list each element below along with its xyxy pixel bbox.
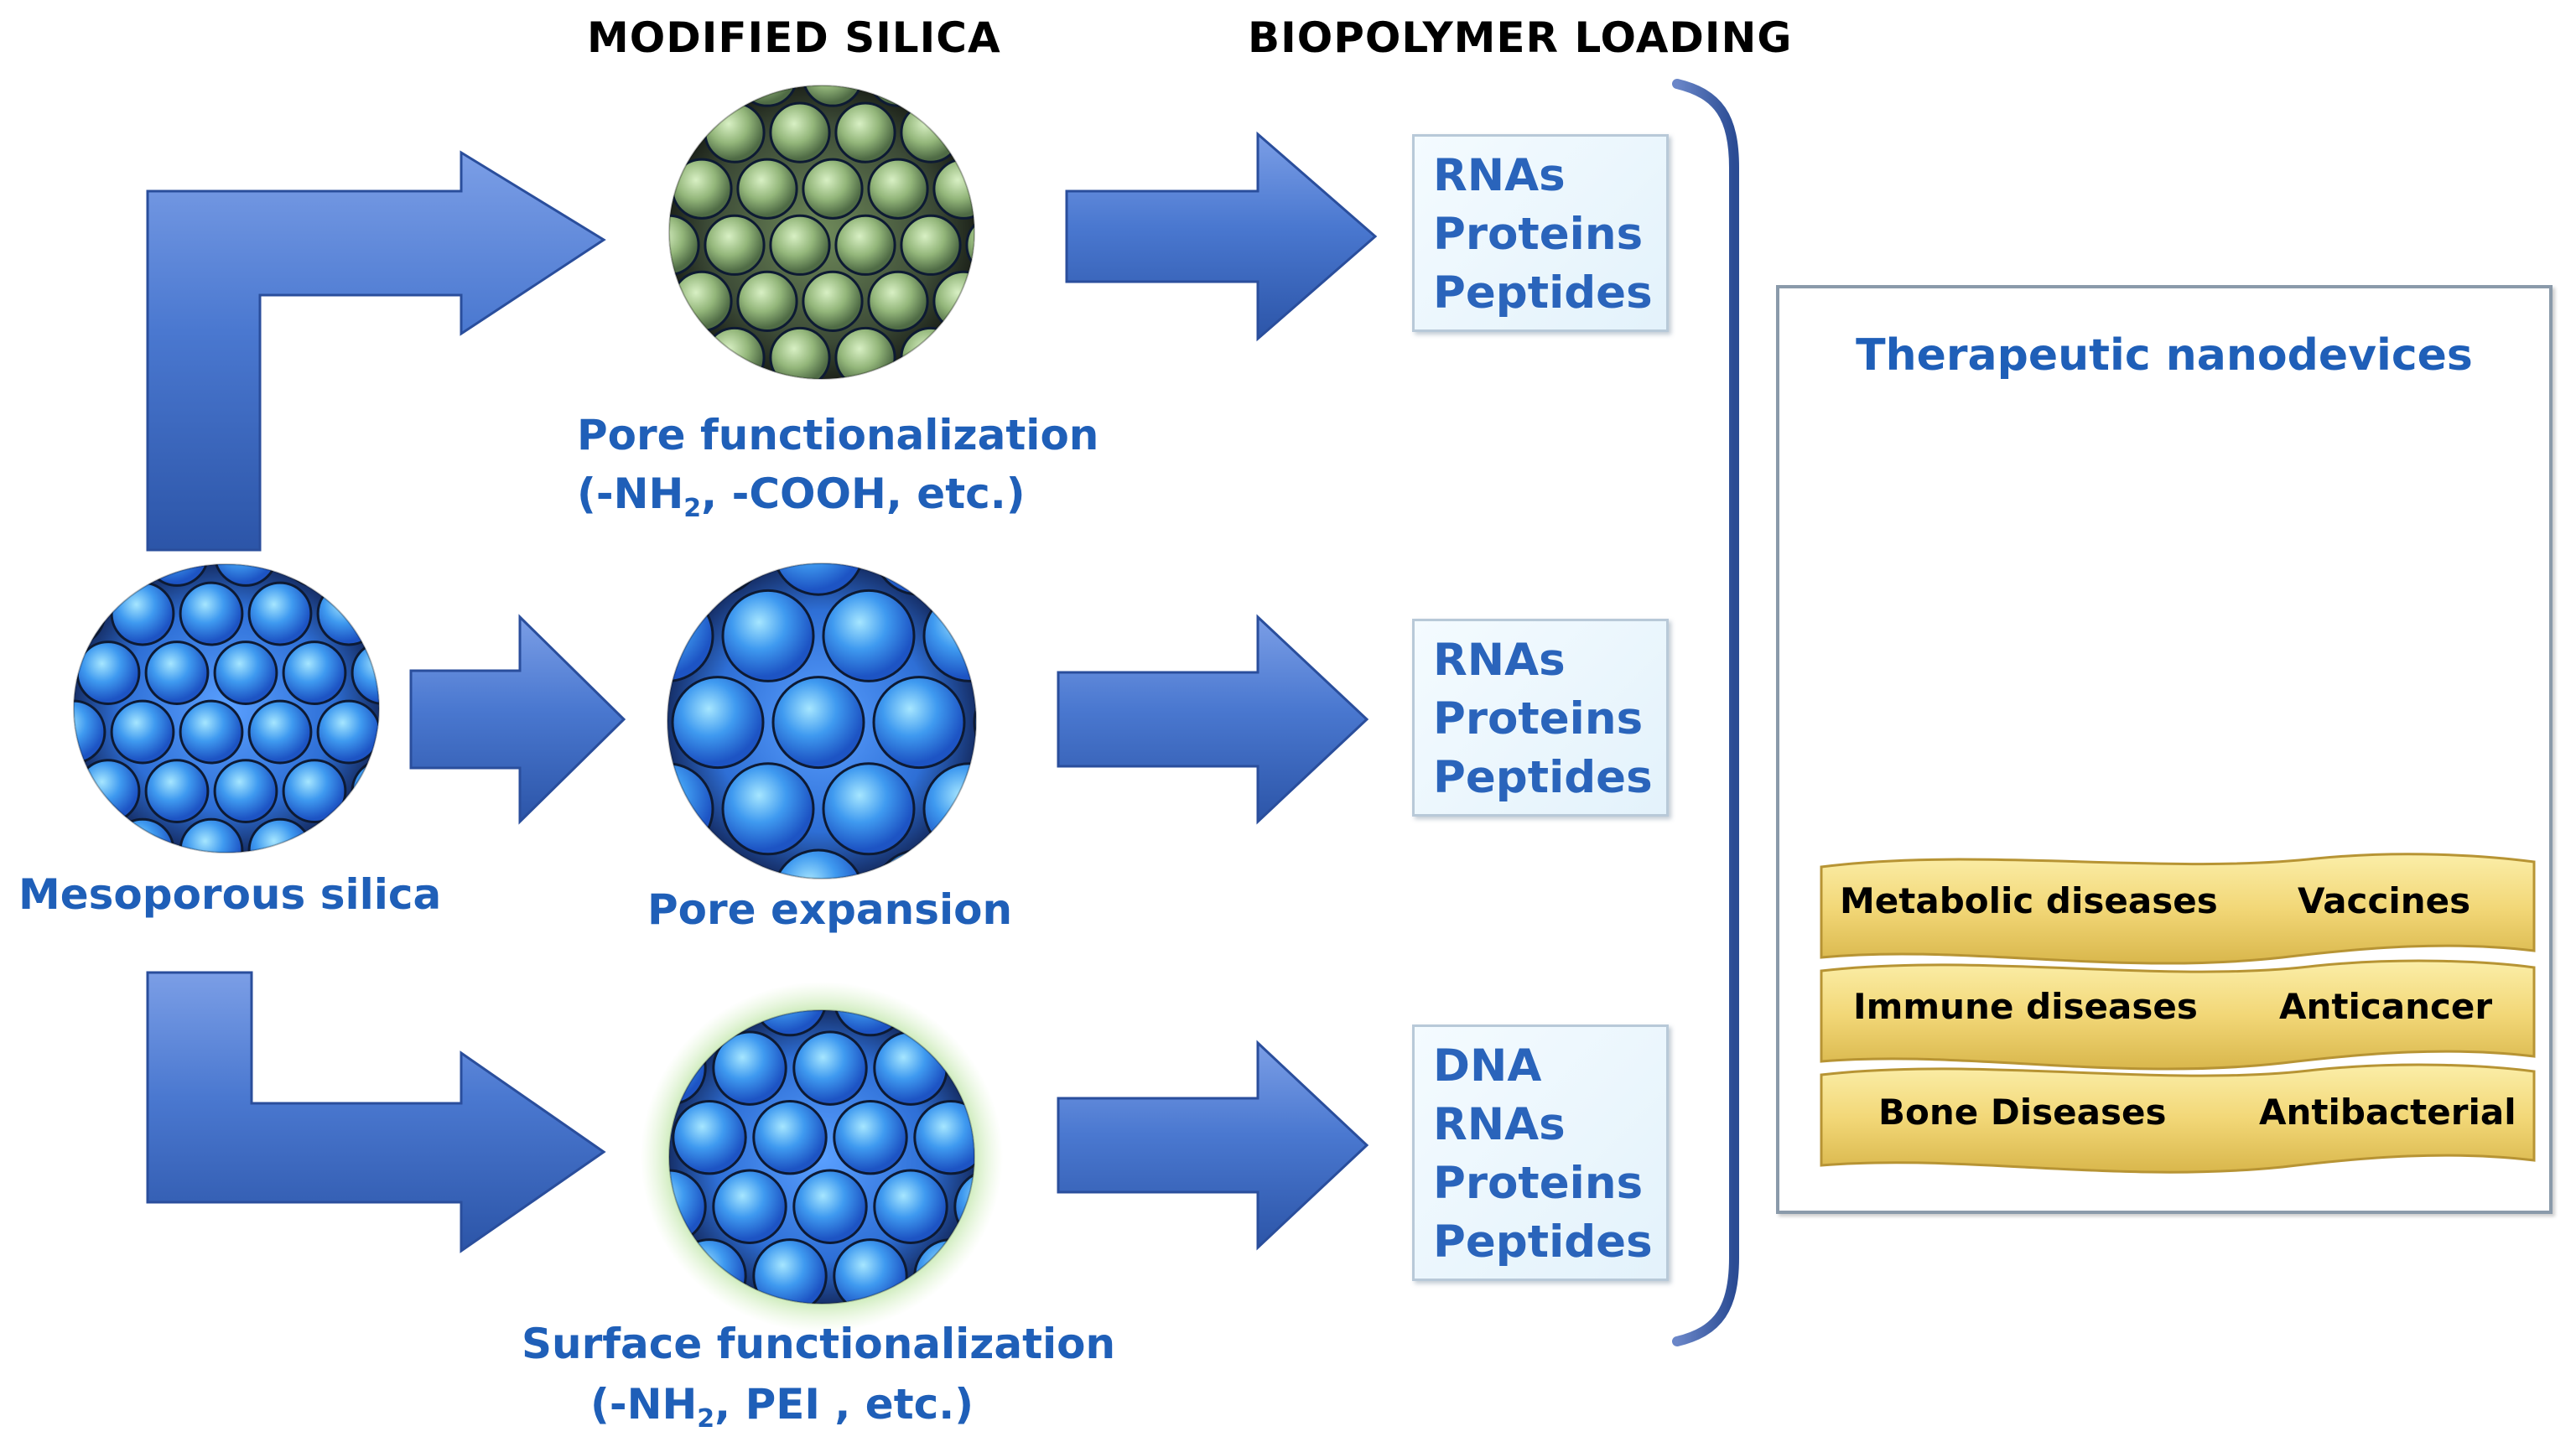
antibacterial-label: Antibacterial — [2259, 1092, 2516, 1133]
loading-item: Proteins — [1433, 209, 1644, 260]
pore-functionalized-particle — [668, 85, 975, 380]
mesoporous-silica-label: Mesoporous silica — [18, 870, 442, 919]
loading-box-pore-functionalization: RNAs Proteins Peptides — [1412, 134, 1669, 332]
modified-silica-heading: MODIFIED SILICA — [587, 13, 1001, 62]
loading-box-pore-expansion: RNAs Proteins Peptides — [1412, 619, 1669, 817]
ribbon-row — [1820, 853, 2536, 965]
loading-item: Peptides — [1433, 752, 1653, 803]
loading-item: RNAs — [1433, 1099, 1566, 1150]
metabolic-diseases-label: Metabolic diseases — [1840, 880, 2218, 921]
bone-diseases-label: Bone Diseases — [1878, 1092, 2167, 1133]
ribbon-row — [1820, 1063, 2536, 1174]
loading-item: RNAs — [1433, 635, 1566, 686]
right-arrow-icon — [1065, 131, 1378, 342]
loading-item: Proteins — [1433, 693, 1644, 744]
right-arrow-icon — [409, 614, 626, 825]
loading-item: Peptides — [1433, 267, 1653, 319]
biopolymer-loading-heading: BIOPOLYMER LOADING — [1248, 13, 1793, 62]
loading-item: RNAs — [1433, 150, 1566, 201]
pore-expansion-label: Pore expansion — [647, 885, 1013, 934]
loading-item: Peptides — [1433, 1216, 1653, 1268]
immune-diseases-label: Immune diseases — [1853, 986, 2198, 1027]
application-ribbons — [1820, 853, 2536, 1174]
surface-functionalized-particle — [641, 982, 1003, 1332]
loading-item: DNA — [1433, 1040, 1542, 1092]
elbow-arrow-icon — [146, 971, 606, 1253]
right-arrow-icon — [1057, 614, 1369, 825]
elbow-arrow-icon — [146, 150, 606, 552]
anticancer-label: Anticancer — [2279, 986, 2493, 1027]
vaccines-label: Vaccines — [2298, 880, 2471, 921]
therapeutic-nanodevices-panel: Therapeutic nanodevices Metabolic diseas… — [1776, 285, 2553, 1214]
pore-functionalization-label: Pore functionalization — [577, 411, 1099, 459]
loading-box-surface-functionalization: DNA RNAs Proteins Peptides — [1412, 1024, 1669, 1281]
ribbon-row — [1820, 959, 2536, 1071]
loading-item: Proteins — [1433, 1158, 1644, 1209]
surface-functionalization-label: Surface functionalization — [522, 1320, 1116, 1368]
therapeutic-nanodevices-title: Therapeutic nanodevices — [1856, 330, 2473, 381]
pore-functionalization-groups: (-NH2, -COOH, etc.) — [577, 469, 1026, 523]
right-arrow-icon — [1057, 1040, 1369, 1251]
bracket-icon — [1672, 79, 1739, 1346]
surface-functionalization-groups: (-NH2, PEI , etc.) — [590, 1380, 974, 1434]
